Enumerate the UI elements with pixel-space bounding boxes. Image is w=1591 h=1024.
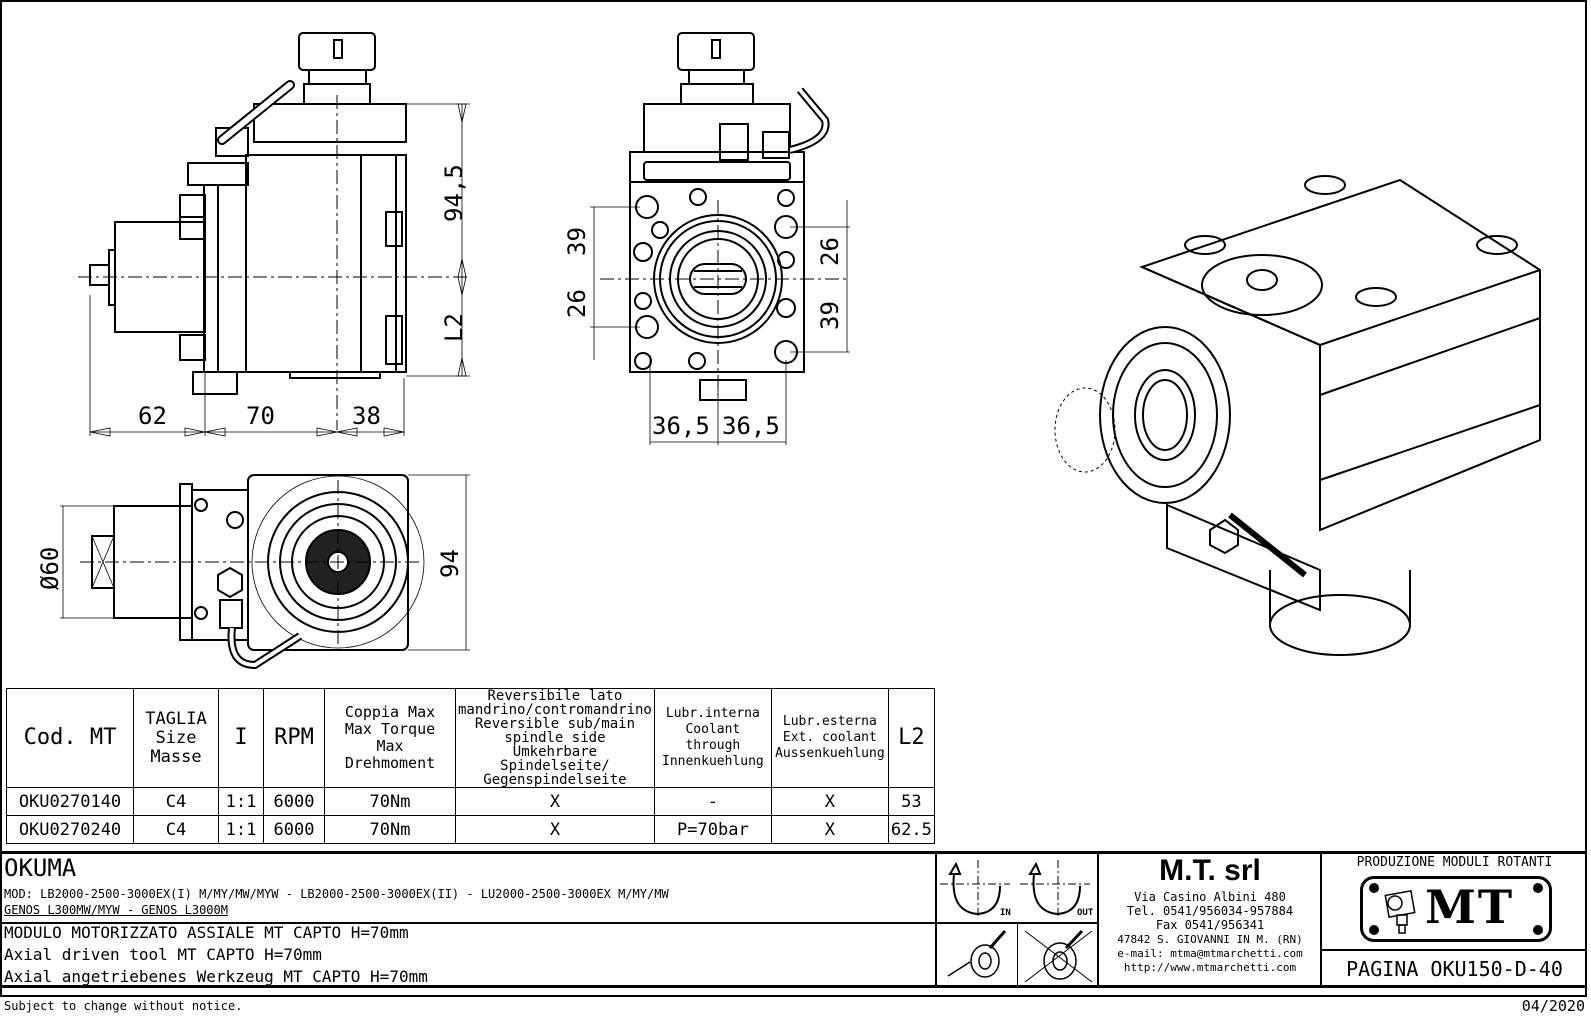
divider xyxy=(1320,949,1587,951)
description-it: MODULO MOTORIZZATO ASSIALE MT CAPTO H=70… xyxy=(4,923,409,942)
dim-front-width-left: 36,5 xyxy=(652,412,710,440)
production-label: PRODUZIONE MODULI ROTANTI xyxy=(1356,855,1553,870)
cell-size: C4 xyxy=(133,815,219,844)
cell-reversible: X xyxy=(455,815,655,844)
company-fax: Fax 0541/956341 xyxy=(1155,918,1265,932)
dim-height-94: 94 xyxy=(436,549,464,578)
company-email[interactable]: e-mail: mtma@mtmarchetti.com xyxy=(1117,947,1303,960)
dim-front-right-26: 26 xyxy=(816,237,844,266)
dim-length-62: 62 xyxy=(138,402,167,430)
cell-internal-coolant: P=70bar xyxy=(653,815,772,844)
cell-internal-coolant: - xyxy=(653,787,772,816)
table-row: OKU0270140 C4 1:1 6000 70Nm X - X 53 xyxy=(6,787,935,816)
cell-code: OKU0270240 xyxy=(6,815,134,844)
top-view xyxy=(91,474,425,670)
divider xyxy=(1017,924,1018,985)
header-ratio: I xyxy=(218,688,264,788)
page-number: PAGINA OKU150-D-40 xyxy=(1346,957,1563,981)
company-name: M.T. srl xyxy=(1159,854,1261,887)
dim-diameter-60: Ø60 xyxy=(36,546,64,590)
front-view xyxy=(629,32,830,401)
cell-rpm: 6000 xyxy=(263,787,325,816)
side-view-centerlines xyxy=(78,95,470,430)
dim-front-left-39: 39 xyxy=(563,227,591,256)
wrench-forbidden-icon xyxy=(1024,929,1093,983)
company-tel: Tel. 0541/956034-957884 xyxy=(1126,904,1294,918)
brand-okuma: OKUMA xyxy=(4,854,77,882)
rotation-out-icon xyxy=(1020,860,1090,918)
description-en: Axial driven tool MT CAPTO H=70mm xyxy=(4,945,322,964)
screw-icon xyxy=(1533,925,1543,935)
top-view-dim-lines xyxy=(60,474,470,651)
wrench-icons xyxy=(947,929,1093,983)
tool-module-icon xyxy=(1384,890,1416,934)
cell-l2: 53 xyxy=(887,787,935,816)
drawing-frame xyxy=(0,0,1587,997)
top-view-centerline xyxy=(80,480,420,645)
screw-icon xyxy=(1369,925,1379,935)
rotation-out-label: OUT xyxy=(1077,908,1094,918)
title-block: OKUMA MOD: LB2000-2500-3000EX(I) M/MY/MW… xyxy=(0,851,1587,988)
logo-text: MT xyxy=(1425,880,1515,934)
table-row: OKU0270240 C4 1:1 6000 70Nm X P=70bar X … xyxy=(6,815,935,844)
side-view-dim-lines xyxy=(89,103,470,437)
screw-icon xyxy=(1369,883,1379,893)
divider xyxy=(935,854,937,987)
divider xyxy=(1320,854,1322,987)
dim-height-upper: 94,5 xyxy=(440,164,468,222)
dim-length-38: 38 xyxy=(352,402,381,430)
cell-ratio: 1:1 xyxy=(218,787,264,816)
front-view-dim-lines xyxy=(590,200,850,445)
cell-reversible: X xyxy=(455,787,655,816)
rotation-in-icon xyxy=(940,860,1010,918)
header-cod-mt: Cod. MT xyxy=(6,688,134,788)
mt-logo: MT xyxy=(1360,876,1552,942)
dim-length-70: 70 xyxy=(246,402,275,430)
cell-ratio: 1:1 xyxy=(218,815,264,844)
company-website[interactable]: http://www.mtmarchetti.com xyxy=(1123,961,1297,974)
cell-external-coolant: X xyxy=(770,787,889,816)
cell-external-coolant: X xyxy=(770,815,889,844)
models-line-2: GENOS L300MW/MYW - GENOS L3000M xyxy=(4,903,228,917)
divider xyxy=(0,922,935,924)
rotation-in-label: IN xyxy=(1000,908,1011,918)
divider xyxy=(935,922,1097,924)
cell-code: OKU0270140 xyxy=(6,787,134,816)
dim-front-right-39: 39 xyxy=(816,301,844,330)
notice-text: Subject to change without notice. xyxy=(4,999,243,1013)
header-l2: L2 xyxy=(887,688,935,788)
cell-rpm: 6000 xyxy=(263,815,325,844)
wrench-allowed-icon xyxy=(947,930,1007,978)
revision-date: 04/2020 xyxy=(1521,997,1585,1015)
description-de: Axial angetriebenes Werkzeug MT CAPTO H=… xyxy=(4,967,428,986)
cell-torque: 70Nm xyxy=(324,815,456,844)
screw-icon xyxy=(1533,883,1543,893)
rotation-direction-icons xyxy=(940,860,1090,918)
cell-torque: 70Nm xyxy=(324,787,456,816)
company-city: 47842 S. GIOVANNI IN M. (RN) xyxy=(1117,933,1303,946)
header-rpm: RPM xyxy=(263,688,325,788)
cell-size: C4 xyxy=(133,787,219,816)
divider xyxy=(1097,854,1099,987)
cell-l2: 62.5 xyxy=(887,815,935,844)
divider xyxy=(0,985,1587,988)
dim-front-left-26: 26 xyxy=(563,289,591,318)
dim-front-width-right: 36,5 xyxy=(722,412,780,440)
models-line-1: MOD: LB2000-2500-3000EX(I) M/MY/MW/MYW -… xyxy=(4,887,669,901)
front-view-centerlines xyxy=(600,200,850,400)
dim-height-L2: L2 xyxy=(440,313,468,342)
side-view xyxy=(89,32,407,395)
isometric-view xyxy=(1054,175,1541,656)
company-address: Via Casino Albini 480 xyxy=(1134,890,1286,904)
